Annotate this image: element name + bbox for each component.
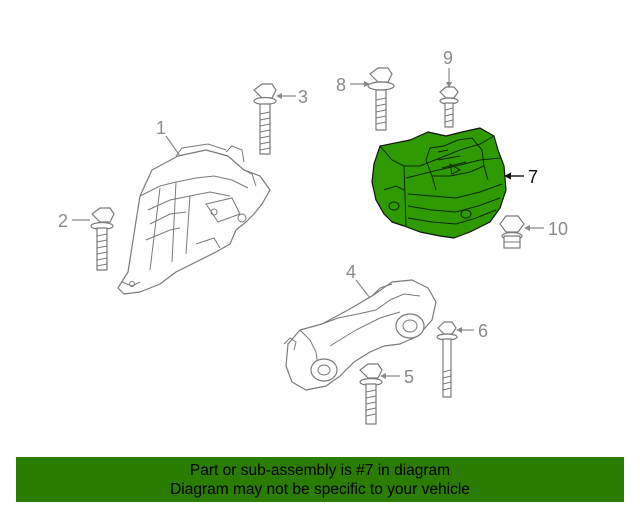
parts-diagram: 1 2 3 4 5 6 7 8 9 10 bbox=[58, 48, 568, 425]
callout-3: 3 bbox=[298, 87, 308, 107]
leader-10-arrow bbox=[524, 225, 530, 231]
part-5-bolt[interactable] bbox=[359, 363, 383, 425]
leader-7-arrow bbox=[504, 172, 511, 180]
part-4-torque-strut[interactable] bbox=[283, 279, 437, 391]
part-1-mount-bracket[interactable] bbox=[117, 143, 271, 295]
callout-9: 9 bbox=[443, 48, 453, 68]
part-10-nut[interactable] bbox=[499, 215, 525, 249]
callout-6: 6 bbox=[478, 321, 488, 341]
banner-line-1: Part or sub-assembly is #7 in diagram bbox=[189, 462, 451, 479]
banner-line-2: Diagram may not be specific to your vehi… bbox=[170, 481, 470, 498]
callout-2: 2 bbox=[58, 211, 68, 231]
callout-1: 1 bbox=[156, 118, 166, 138]
disclaimer-banner: Part or sub-assembly is #7 in diagram Di… bbox=[16, 457, 624, 502]
leader-5-arrow bbox=[380, 373, 386, 379]
part-6-bolt[interactable] bbox=[436, 321, 458, 398]
leader-1 bbox=[165, 135, 181, 157]
leader-9-arrow bbox=[446, 82, 452, 88]
callout-7: 7 bbox=[528, 167, 538, 187]
leader-8-arrow bbox=[364, 81, 370, 87]
part-2-bolt[interactable] bbox=[90, 207, 115, 271]
callout-5: 5 bbox=[404, 367, 414, 387]
part-8-bolt[interactable] bbox=[367, 67, 395, 131]
part-7-transmission-mount[interactable] bbox=[371, 127, 507, 239]
callout-4: 4 bbox=[346, 262, 356, 282]
callout-10: 10 bbox=[548, 219, 568, 239]
leader-3-arrow bbox=[276, 93, 282, 99]
callout-8: 8 bbox=[336, 75, 346, 95]
part-3-bolt[interactable] bbox=[253, 83, 277, 155]
leader-6-arrow bbox=[456, 327, 462, 333]
part-9-bolt[interactable] bbox=[439, 86, 459, 128]
leader-4 bbox=[355, 279, 371, 299]
